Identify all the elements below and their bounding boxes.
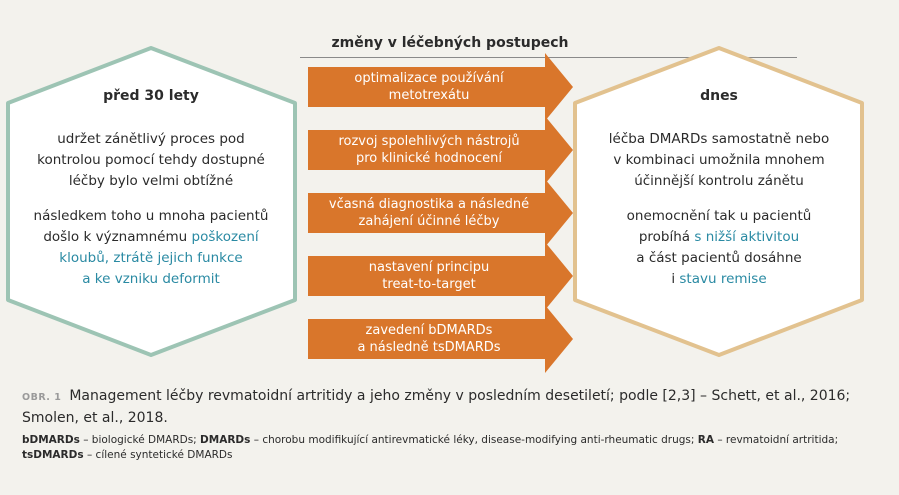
diagram-title: změny v léčebných postupech [331, 35, 569, 51]
right-para1-line1: léčba DMARDs samostatně nebo [608, 131, 830, 147]
legend-term-dmards: DMARDs [200, 434, 251, 446]
abbreviation-legend: bDMARDs – biologické DMARDs; DMARDs – ch… [22, 433, 872, 463]
arrow-3-label: včasná diagnostika a následné zahájení ú… [310, 196, 548, 230]
left-para1-line3: léčby bylo velmi obtížné [68, 173, 234, 189]
figure-label: OBR. 1 [22, 392, 62, 403]
right-para2-line1: onemocnění tak u pacientů [626, 208, 812, 224]
arrow-1-label: optimalizace používání metotrexátu [310, 70, 548, 104]
right-para2-line2: probíhá s nižší aktivitou [588, 227, 850, 248]
left-para2-highlight-1: poškození [191, 229, 259, 245]
legend-def-bdmards: – biologické DMARDs; [79, 434, 201, 446]
legend-def-ra: – revmatoidní artritida; [713, 434, 839, 446]
left-para2-highlight-3: a ke vzniku deformit [82, 271, 220, 287]
left-para2-line2-plain: došlo k významnému [43, 229, 192, 245]
right-para2-line2-plain: probíhá [638, 229, 695, 245]
left-para2-line1: následkem toho u mnoha pacientů [33, 208, 269, 224]
arrow-4 [308, 242, 573, 310]
arrow-3-line2: zahájení účinné léčby [358, 214, 500, 229]
right-para1-line3: účinnější kontrolu zánětu [634, 173, 804, 189]
legend-term-ra: RA [697, 434, 714, 446]
right-para2-line4-plain: i [671, 271, 680, 287]
arrow-5 [308, 305, 573, 373]
arrow-3-line1: včasná diagnostika a následné [328, 197, 530, 212]
arrow-4-label: nastavení principu treat-to-target [310, 259, 548, 293]
arrow-2-label: rozvoj spolehlivých nástrojů pro klinick… [310, 133, 548, 167]
diagram-shapes [6, 46, 864, 373]
arrow-5-line2: a následně tsDMARDs [357, 340, 501, 355]
arrow-1-line1: optimalizace používání [354, 71, 504, 86]
arrow-4-line1: nastavení principu [368, 260, 490, 275]
left-para1-line1: udržet zánětlivý proces pod [57, 131, 245, 147]
legend-term-bdmards: bDMARDs [22, 434, 80, 446]
arrow-2 [308, 116, 573, 184]
right-para2-highlight-2: stavu remise [679, 271, 767, 287]
legend-def-tsdmards: – cílené syntetické DMARDs [83, 449, 233, 461]
figure-caption-text: Management léčby revmatoidní artritidy a… [22, 388, 851, 426]
arrow-2-line2: pro klinické hodnocení [356, 151, 502, 166]
left-para2-highlight-2: kloubů, ztrátě jejich funkce [59, 250, 243, 266]
left-panel-text: udržet zánětlivý proces pod kontrolou po… [25, 129, 277, 290]
arrow-5-line1: zavedení bDMARDs [365, 323, 493, 338]
legend-def-dmards: – chorobu modifikující antirevmatické lé… [250, 434, 698, 446]
arrow-1 [308, 53, 573, 121]
arrow-5-label: zavedení bDMARDs a následně tsDMARDs [310, 322, 548, 356]
arrow-3 [308, 179, 573, 247]
left-para2-line2: došlo k významnému poškození [25, 227, 277, 248]
right-para2-line4: i stavu remise [588, 269, 850, 290]
right-para2-line3: a část pacientů dosáhne [636, 250, 802, 266]
arrow-4-line2: treat-to-target [382, 277, 476, 292]
left-panel-heading: před 30 lety [103, 88, 199, 104]
right-para2-highlight-1: s nižší aktivitou [694, 229, 800, 245]
right-panel-text: léčba DMARDs samostatně nebo v kombinaci… [588, 129, 850, 290]
legend-term-tsdmards: tsDMARDs [22, 449, 84, 461]
arrow-1-line2: metotrexátu [388, 88, 470, 103]
right-para1-line2: v kombinaci umožnila mnohem [613, 152, 825, 168]
left-para1-line2: kontrolou pomocí tehdy dostupné [37, 152, 265, 168]
left-hexagon [6, 46, 297, 357]
arrow-2-line1: rozvoj spolehlivých nástrojů [338, 134, 520, 149]
right-panel-heading: dnes [700, 88, 738, 104]
diagram: změny v léčebných postupech před 30 lety… [6, 35, 864, 373]
right-hexagon [573, 46, 864, 357]
